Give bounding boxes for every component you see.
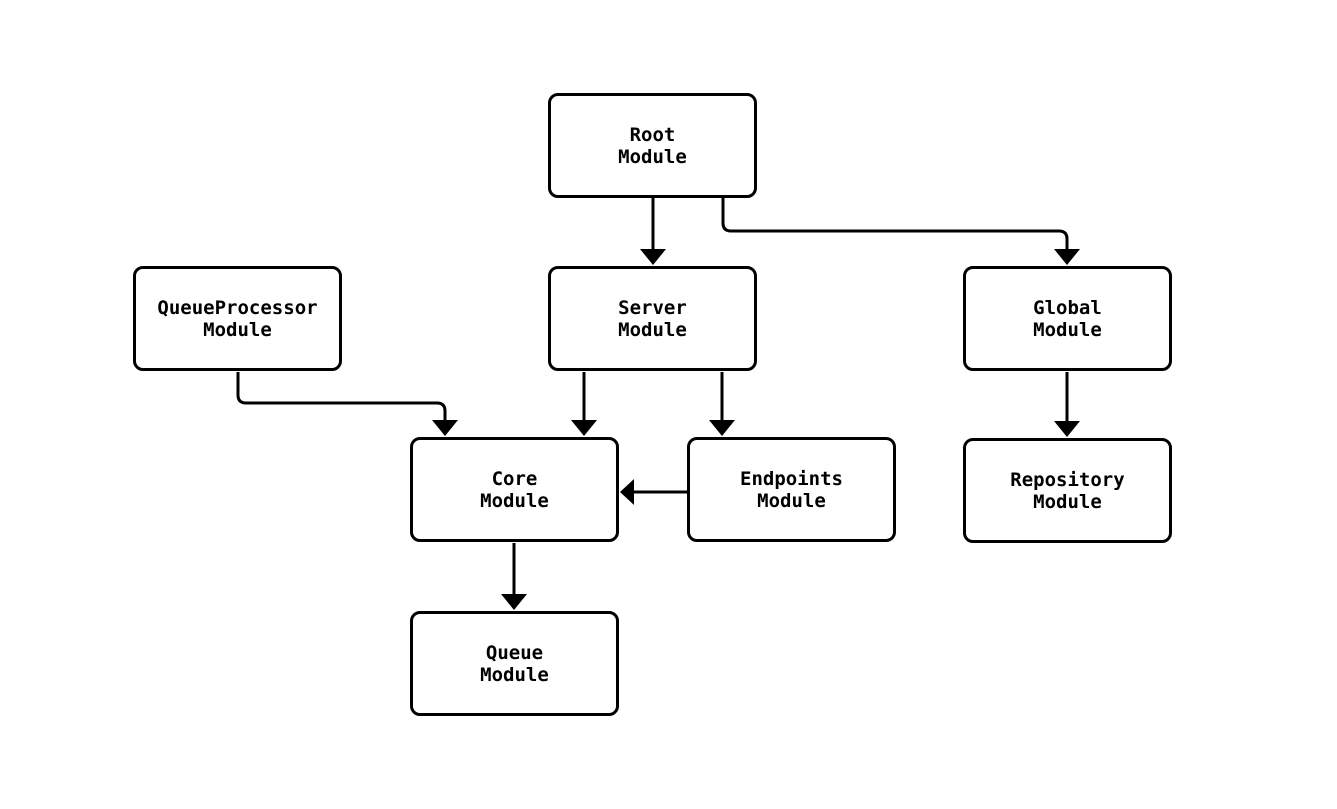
arrowhead-queue-processor-to-core bbox=[432, 420, 458, 436]
node-queue-module-label: Queue Module bbox=[480, 641, 549, 686]
arrowhead-core-to-queue bbox=[501, 594, 527, 610]
node-endpoints-module: Endpoints Module bbox=[687, 437, 896, 542]
node-server-module: Server Module bbox=[548, 266, 757, 371]
node-repository-module-label: Repository Module bbox=[1010, 468, 1125, 513]
edge-endpoints-to-core bbox=[620, 479, 687, 505]
node-repository-module: Repository Module bbox=[963, 438, 1172, 543]
node-queue-processor-module: QueueProcessor Module bbox=[133, 266, 342, 371]
node-server-module-label: Server Module bbox=[618, 296, 687, 341]
edge-global-to-repository bbox=[1054, 372, 1080, 437]
edge-server-to-endpoints bbox=[709, 372, 735, 436]
edge-queue-processor-to-core bbox=[236, 372, 458, 436]
arrowhead-root-to-global bbox=[1054, 249, 1080, 265]
node-core-module: Core Module bbox=[410, 437, 619, 542]
edge-server-to-core bbox=[571, 372, 597, 436]
edge-root-to-server bbox=[640, 197, 666, 265]
arrowhead-server-to-endpoints bbox=[709, 420, 735, 436]
node-root-module-label: Root Module bbox=[618, 123, 687, 168]
arrowhead-endpoints-to-core bbox=[620, 479, 634, 505]
node-root-module: Root Module bbox=[548, 93, 757, 198]
node-endpoints-module-label: Endpoints Module bbox=[740, 467, 843, 512]
node-core-module-label: Core Module bbox=[480, 467, 549, 512]
edge-root-to-global bbox=[721, 197, 1080, 265]
arrowhead-root-to-server bbox=[640, 249, 666, 265]
node-queue-processor-module-label: QueueProcessor Module bbox=[157, 296, 318, 341]
node-queue-module: Queue Module bbox=[410, 611, 619, 716]
arrowhead-server-to-core bbox=[571, 420, 597, 436]
node-global-module: Global Module bbox=[963, 266, 1172, 371]
edge-core-to-queue bbox=[501, 543, 527, 610]
node-global-module-label: Global Module bbox=[1033, 296, 1102, 341]
arrowhead-global-to-repository bbox=[1054, 421, 1080, 437]
